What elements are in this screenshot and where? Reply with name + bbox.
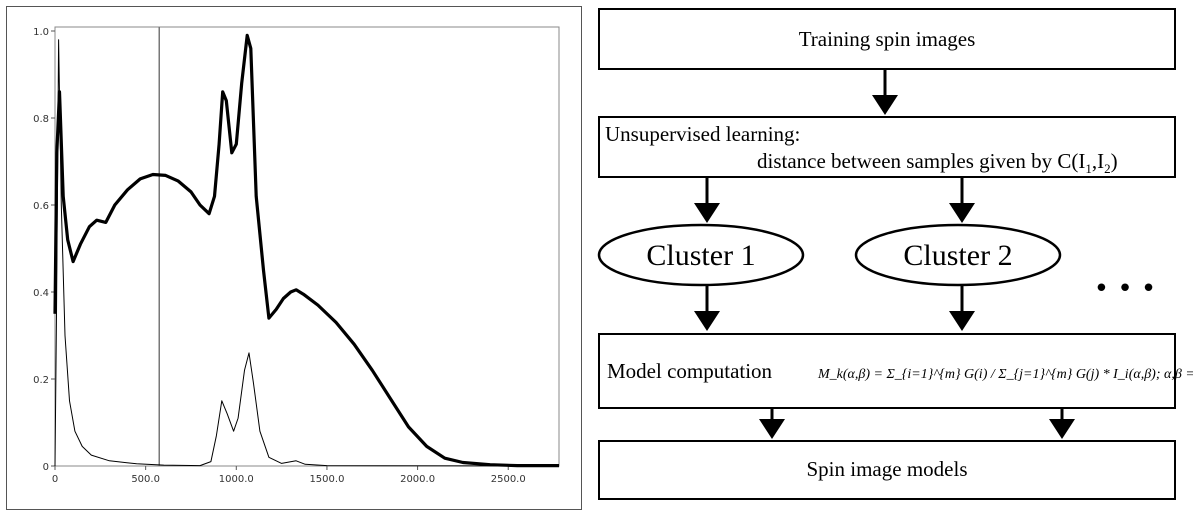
y-tick-label: 0 bbox=[43, 462, 49, 473]
arrowhead-icon bbox=[949, 311, 975, 331]
arrowhead-icon bbox=[949, 203, 975, 223]
arrowhead-icon bbox=[872, 95, 898, 115]
unsupervised-distance: distance between samples given by C(I1,I… bbox=[757, 149, 1118, 176]
spin-image-models-label: Spin image models bbox=[807, 457, 968, 481]
y-tick-label: 0.6 bbox=[33, 201, 49, 212]
spin-image-models-box bbox=[598, 440, 1176, 500]
model-formula: M_k(α,β) = Σ_{i=1}^{m} G(i) / Σ_{j=1}^{m… bbox=[817, 367, 1193, 382]
model-computation-label: Model computation bbox=[607, 359, 773, 383]
x-tick-label: 2000.0 bbox=[400, 474, 435, 485]
x-tick-label: 1000.0 bbox=[219, 474, 254, 485]
cluster1-label: Cluster 1 bbox=[646, 239, 755, 272]
x-tick-label: 2500.0 bbox=[491, 474, 526, 485]
cluster2-ellipse bbox=[854, 223, 1062, 287]
arrowhead-icon bbox=[694, 203, 720, 223]
training-box bbox=[598, 8, 1176, 70]
y-tick-label: 0.4 bbox=[33, 288, 49, 299]
ellipsis-label: • • • bbox=[1094, 274, 1157, 304]
line-chart: 0 500.0 1000.0 1500.0 2000.0 2500.0 0 0.2 0.4 0.6… bbox=[6, 6, 582, 510]
chart-canvas: 0 500.0 1000.0 1500.0 2000.0 2500.0 0 0.2 0.4 0.6… bbox=[33, 26, 560, 485]
model-computation-box bbox=[598, 333, 1176, 409]
unsupervised-title: Unsupervised learning: bbox=[605, 122, 800, 146]
series-line-1 bbox=[53, 33, 559, 468]
y-tick-label: 0.2 bbox=[33, 375, 49, 386]
y-tick-label: 1.0 bbox=[33, 27, 49, 38]
cluster1-ellipse bbox=[597, 223, 805, 287]
cluster2-label: Cluster 2 bbox=[903, 239, 1012, 272]
arrowhead-icon bbox=[694, 311, 720, 331]
unsupervised-box bbox=[598, 116, 1176, 178]
series-line-2 bbox=[54, 39, 560, 467]
arrowhead-icon bbox=[1049, 419, 1075, 439]
arrowhead-icon bbox=[759, 419, 785, 439]
x-tick-label: 0 bbox=[52, 474, 58, 485]
training-label: Training spin images bbox=[799, 27, 976, 51]
x-tick-label: 1500.0 bbox=[309, 474, 344, 485]
x-tick-label: 500.0 bbox=[131, 474, 160, 485]
y-tick-label: 0.8 bbox=[33, 114, 49, 125]
